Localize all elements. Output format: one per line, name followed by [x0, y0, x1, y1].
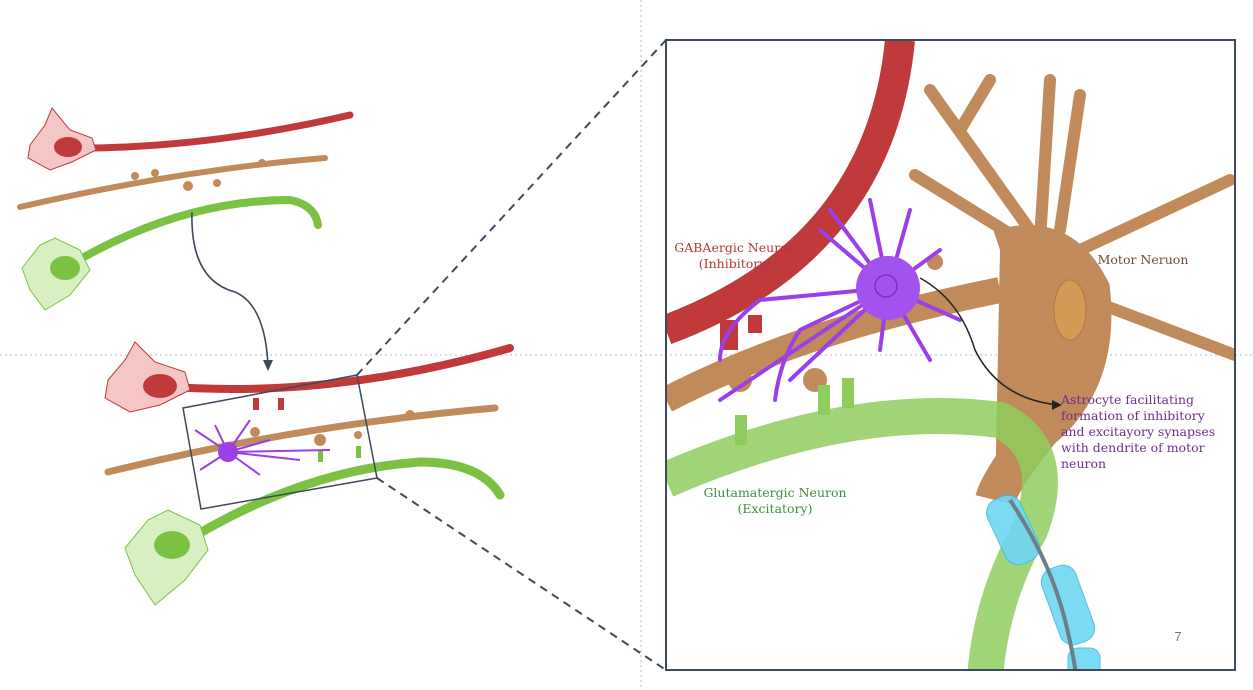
gaba-axon-zoom — [666, 40, 915, 345]
svg-text:and excitayory synapses: and excitayory synapses — [1061, 424, 1215, 439]
page-number: 7 — [1174, 629, 1181, 644]
top-neurons — [17, 107, 354, 311]
transition-arrow — [191, 211, 269, 366]
svg-text:neuron: neuron — [1061, 456, 1106, 471]
zoom-line-bottom — [376, 477, 667, 671]
svg-text:formation of inhibitory: formation of inhibitory — [1061, 408, 1206, 423]
motor-dendrite-bottom — [104, 404, 499, 476]
motor-label: Motor Neruon — [1098, 252, 1189, 267]
glut-soma-top — [50, 256, 80, 280]
svg-text:Astrocyte facilitating: Astrocyte facilitating — [1060, 392, 1194, 407]
glut-axon-bottom — [175, 457, 505, 550]
astrocyte-caption: Astrocyte facilitating formation of inhi… — [1060, 392, 1215, 471]
gaba-soma-net-bottom — [104, 341, 191, 413]
gaba-soma-top — [54, 137, 82, 157]
gaba-axon-top — [56, 111, 354, 152]
gaba-label-1: GABAergic Neuron — [674, 240, 796, 255]
zoomed-panel-frame — [665, 39, 1236, 671]
zoomed-panel — [666, 40, 1235, 670]
astrocyte-soma — [856, 256, 920, 320]
arrow-head-icon — [263, 360, 273, 371]
gaba-label-2: (Inhibitory) — [699, 256, 771, 271]
glut-label-2: (Excitatory) — [738, 501, 813, 516]
gaba-axon-bottom — [156, 344, 514, 393]
zoom-line-top — [356, 39, 667, 376]
glut-axon-zoom — [666, 398, 1058, 670]
astrocyte-small — [194, 419, 331, 476]
bottom-neurons — [104, 341, 514, 606]
glut-axon-top — [66, 195, 322, 269]
motor-dendrite-top — [17, 155, 328, 210]
astrocyte-arrow — [919, 277, 1061, 406]
svg-text:with dendrite of motor: with dendrite of motor — [1061, 440, 1205, 455]
glut-label-1: Glutamatergic Neuron — [703, 485, 846, 500]
